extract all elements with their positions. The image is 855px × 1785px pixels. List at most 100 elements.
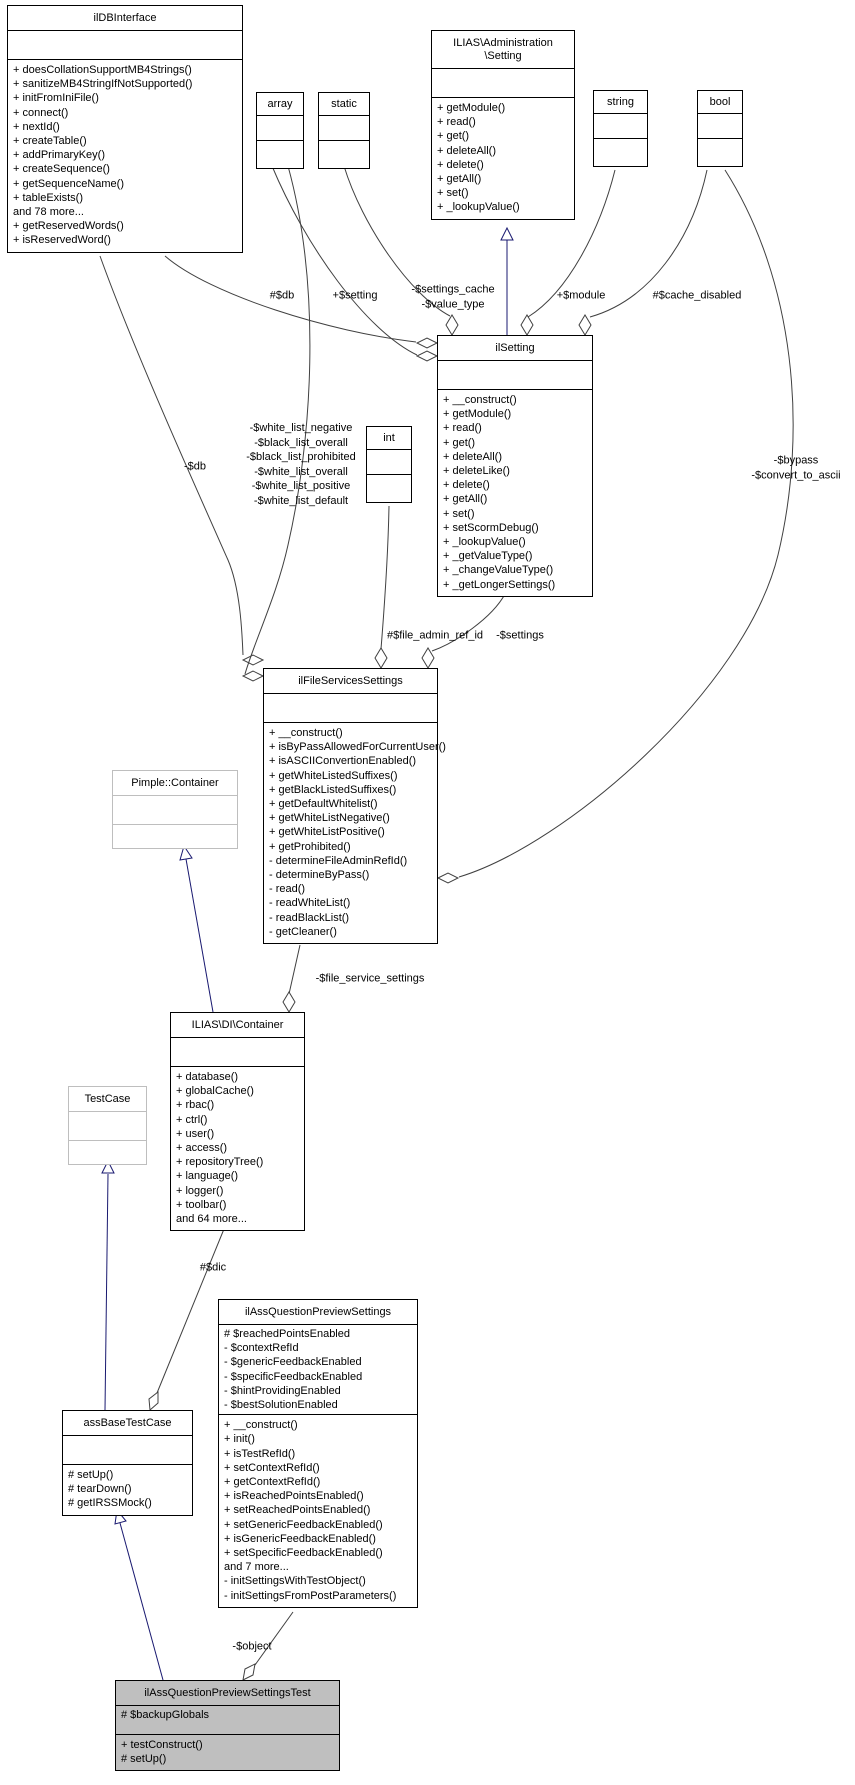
edge-label-db-private: -$db bbox=[183, 460, 207, 473]
member-line: + getContextRefId() bbox=[224, 1476, 321, 1489]
type-array: array bbox=[256, 92, 304, 169]
member-line: + getAll() bbox=[443, 493, 488, 506]
edge-bool-to-ilsetting bbox=[589, 169, 708, 318]
methods-compartment: + doesCollationSupportMB4Strings() + sani… bbox=[8, 60, 242, 252]
edge-dbinterface-to-ilsetting bbox=[164, 255, 417, 343]
member-line: + getModule() bbox=[443, 408, 512, 421]
diamond-settings-cache bbox=[445, 314, 459, 336]
member-line: + logger() bbox=[176, 1184, 224, 1197]
member-line: + createTable() bbox=[13, 135, 87, 148]
edge-previewsettings-to-test bbox=[254, 1611, 294, 1666]
member-line: + connect() bbox=[13, 106, 69, 119]
member-line: + _lookupValue() bbox=[443, 536, 526, 549]
member-line: + getSequenceName() bbox=[13, 177, 124, 190]
member-line: - initSettingsFromPostParameters() bbox=[224, 1589, 397, 1602]
member-line: + getWhiteListedSuffixes() bbox=[269, 769, 398, 782]
methods-compartment: + __construct()+ getModule()+ read()+ ge… bbox=[438, 390, 592, 596]
member-line: + read() bbox=[443, 422, 482, 435]
diamond-file-service-settings bbox=[282, 991, 296, 1013]
class-title: string bbox=[594, 91, 647, 114]
methods-compartment bbox=[319, 141, 369, 168]
member-line: + language() bbox=[176, 1170, 239, 1183]
member-line: # tearDown() bbox=[68, 1483, 132, 1496]
member-line: + isByPassAllowedForCurrentUser() bbox=[269, 741, 446, 754]
member-line: # $reachedPointsEnabled bbox=[224, 1328, 350, 1340]
member-line: + __construct() bbox=[269, 727, 343, 739]
attributes-compartment bbox=[113, 796, 237, 825]
edge-label-dic: #$dic bbox=[199, 1261, 227, 1274]
class-title: ilDBInterface bbox=[8, 6, 242, 31]
member-line: and 64 more... bbox=[176, 1213, 247, 1226]
edge-dicontainer-to-assbase bbox=[156, 1228, 225, 1394]
member-line: + repositoryTree() bbox=[176, 1156, 264, 1169]
methods-compartment bbox=[367, 475, 411, 502]
diamond-file-admin-ref-id bbox=[374, 647, 388, 669]
methods-compartment: + __construct()+ init()+ isTestRefId()+ … bbox=[219, 1415, 417, 1607]
class-ilias-administration-setting: ILIAS\Administration \Setting + getModul… bbox=[431, 30, 575, 220]
member-line: + getWhiteListPositive() bbox=[269, 826, 385, 839]
edge-bool-to-fileservices bbox=[458, 169, 794, 878]
member-line: # $backupGlobals bbox=[121, 1709, 210, 1721]
class-title: ilAssQuestionPreviewSettingsTest bbox=[116, 1681, 339, 1706]
member-line: + delete() bbox=[443, 479, 490, 492]
class-title: ilFileServicesSettings bbox=[264, 669, 437, 694]
diamond-object bbox=[242, 1663, 256, 1681]
arrowhead-adminsetting bbox=[500, 226, 514, 241]
edge-label-settings-private: -$settings bbox=[496, 629, 544, 642]
type-static: static bbox=[318, 92, 370, 169]
member-line: + delete() bbox=[437, 158, 484, 171]
member-line: - determineByPass() bbox=[269, 869, 370, 882]
member-line: + database() bbox=[176, 1071, 239, 1083]
class-title: array bbox=[257, 93, 303, 116]
edge-label-bypass: -$bypass -$convert_to_ascii bbox=[751, 454, 841, 481]
diamond-db-protected bbox=[415, 337, 439, 349]
member-line: + setScormDebug() bbox=[443, 521, 539, 534]
class-title: TestCase bbox=[69, 1087, 146, 1112]
member-line: + getBlackListedSuffixes() bbox=[269, 783, 397, 796]
member-line: + nextId() bbox=[13, 120, 60, 133]
member-line: + setGenericFeedbackEnabled() bbox=[224, 1518, 383, 1531]
class-title: ILIAS\Administration \Setting bbox=[432, 31, 574, 69]
attributes-compartment bbox=[698, 114, 742, 139]
member-line: + sanitizeMB4StringIfNotSupported() bbox=[13, 78, 193, 91]
member-line: + _getValueType() bbox=[443, 550, 533, 563]
member-line: + setContextRefId() bbox=[224, 1461, 320, 1474]
edge-array-to-fileservices bbox=[244, 165, 311, 675]
member-line: + setReachedPointsEnabled() bbox=[224, 1504, 371, 1517]
member-line: + getReservedWords() bbox=[13, 220, 124, 233]
class-ilfileservicessettings: ilFileServicesSettings + __construct() + … bbox=[263, 668, 446, 945]
member-line: + addPrimaryKey() bbox=[13, 149, 106, 162]
edge-ilsetting-to-fileservices bbox=[431, 593, 506, 652]
edge-array-to-ilsetting bbox=[271, 165, 418, 356]
member-line: + deleteAll() bbox=[437, 144, 497, 157]
edge-fileservices-to-dicontainer bbox=[288, 944, 301, 995]
class-title: static bbox=[319, 93, 369, 116]
member-line: + _getLongerSettings() bbox=[443, 578, 556, 591]
edge-label-file-service-settings: -$file_service_settings bbox=[315, 972, 425, 985]
methods-compartment: + testConstruct()# setUp() bbox=[116, 1735, 339, 1770]
member-line: + read() bbox=[437, 116, 476, 129]
attributes-compartment bbox=[69, 1112, 146, 1141]
edge-label-settings-cache: -$settings_cache -$value_type bbox=[411, 283, 495, 310]
member-line: + __construct() bbox=[224, 1419, 298, 1432]
class-title: int bbox=[367, 427, 411, 450]
member-line: + isGenericFeedbackEnabled() bbox=[224, 1532, 376, 1545]
member-line: + getProhibited() bbox=[269, 840, 351, 853]
inheritance-test-to-assbase bbox=[119, 1522, 164, 1681]
member-line: + getWhiteListNegative() bbox=[269, 812, 390, 825]
methods-compartment: + database()+ globalCache()+ rbac()+ ctr… bbox=[171, 1067, 304, 1230]
attributes-compartment bbox=[319, 116, 369, 141]
inheritance-dicontainer-to-pimple bbox=[185, 858, 214, 1013]
methods-compartment bbox=[113, 825, 237, 848]
class-ilassquestionpreviewsettingstest: ilAssQuestionPreviewSettingsTest # $back… bbox=[115, 1680, 340, 1772]
member-line: # getIRSSMock() bbox=[68, 1497, 152, 1510]
member-line: - determineFileAdminRefId() bbox=[269, 854, 408, 867]
member-line: + doesCollationSupportMB4Strings() bbox=[13, 64, 192, 76]
edge-string-to-ilsetting bbox=[527, 169, 616, 318]
class-testcase: TestCase bbox=[68, 1086, 147, 1165]
attributes-compartment bbox=[8, 31, 242, 60]
class-title: Pimple::Container bbox=[113, 771, 237, 796]
member-line: + deleteLike() bbox=[443, 465, 510, 478]
member-line: + ctrl() bbox=[176, 1113, 208, 1126]
member-line: - $contextRefId bbox=[224, 1342, 299, 1355]
